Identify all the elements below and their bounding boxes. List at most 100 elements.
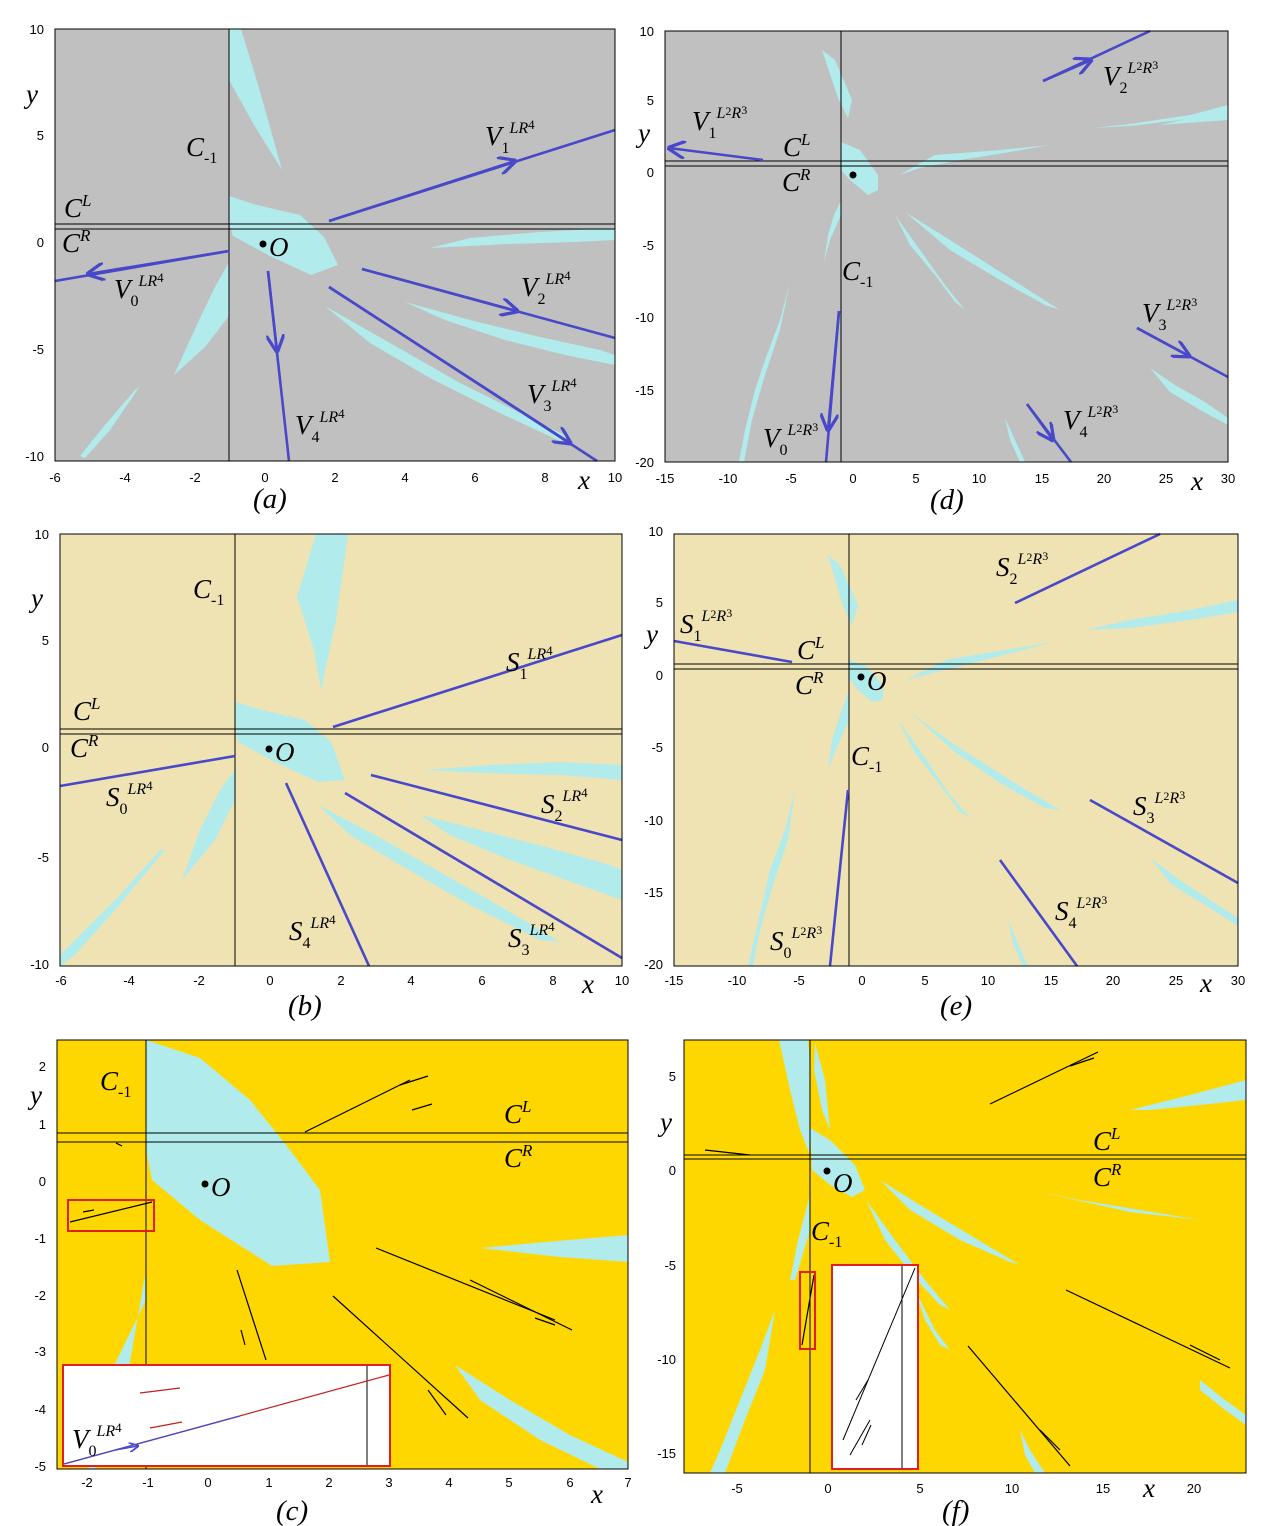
panel-b-xtick: 10 — [615, 973, 629, 988]
panel-b-s1-curve — [332, 633, 623, 729]
panel-a: -6 -4 -2 0 2 4 6 8 10 10 5 0 -5 -10 x y … — [23, 22, 622, 515]
panel-e-xtick: 5 — [921, 973, 928, 988]
panel-b-ytick: -10 — [30, 957, 49, 972]
panel-b-s2-curve — [370, 773, 623, 842]
panel-e-s2-curve — [1014, 532, 1161, 605]
panel-c-ytick: -2 — [34, 1288, 46, 1303]
panel-e-xtick: 10 — [981, 973, 995, 988]
panel-d-xtick: 25 — [1159, 471, 1173, 486]
panel-e-ytick: 10 — [649, 524, 663, 539]
panel-c-ytick: 1 — [39, 1117, 46, 1132]
panel-e-caption: (e) — [940, 990, 972, 1022]
panel-e-ytick: -10 — [644, 813, 663, 828]
panel-d-xtick: 30 — [1221, 471, 1235, 486]
panel-b-xtick: 2 — [337, 973, 344, 988]
panel-f-ytick: 5 — [669, 1069, 676, 1084]
panel-b-xtick: -6 — [55, 973, 67, 988]
panel-d-xtick: -10 — [719, 471, 738, 486]
panel-e-axes-lines — [674, 534, 1238, 966]
panel-f: -5 0 5 10 15 20 5 0 -5 -10 -15 x y (f) C… — [657, 1039, 1247, 1526]
panel-d-ytick: -20 — [635, 455, 654, 470]
panel-d-xtick: 0 — [849, 471, 856, 486]
panel-a-ytick: -5 — [32, 342, 44, 357]
panel-e-xtick: -5 — [793, 973, 805, 988]
panel-f-ytick: -10 — [657, 1352, 676, 1367]
panel-c-ytick: -5 — [34, 1459, 46, 1474]
panel-a-basin-regions — [80, 29, 615, 458]
panel-e-xtick: 15 — [1044, 973, 1058, 988]
panel-c: V0LR4 -2 -1 0 1 2 3 4 5 6 7 2 1 0 -1 -2 … — [27, 1039, 632, 1526]
panel-d-caption: (d) — [930, 484, 964, 516]
panel-c-xtick: 0 — [204, 1475, 211, 1490]
panel-f-ticks: -5 0 5 10 15 20 5 0 -5 -10 -15 — [657, 1069, 1201, 1496]
panel-f-inset-box — [831, 1264, 919, 1470]
panel-f-xtick: -5 — [731, 1481, 743, 1496]
panel-f-inset — [831, 1264, 919, 1470]
panel-b-ticks: -6 -4 -2 0 2 4 6 8 10 10 5 0 -5 -10 — [30, 527, 629, 988]
panel-a-fixed-point — [259, 240, 267, 248]
panel-e-ytick: 5 — [656, 595, 663, 610]
panel-b-xtick: 0 — [266, 973, 273, 988]
panel-c-label-o: O — [211, 1172, 231, 1202]
panel-a-xlabel: x — [577, 465, 590, 495]
panel-a-xtick: 8 — [541, 470, 548, 485]
panel-e-xtick: 25 — [1169, 973, 1183, 988]
panel-c-ytick: 0 — [39, 1174, 46, 1189]
panel-f-xtick: 5 — [916, 1481, 923, 1496]
panel-d-xtick: -5 — [785, 471, 797, 486]
panel-a-xtick: -2 — [189, 470, 201, 485]
panel-e-xlabel: x — [1199, 968, 1212, 998]
panel-a-manifolds — [54, 128, 616, 463]
panel-b-xlabel: x — [581, 969, 594, 999]
panel-e-ylabel: y — [643, 619, 658, 649]
panel-f-zoom-marker — [799, 1271, 816, 1350]
panel-d-xtick: 5 — [912, 471, 919, 486]
panel-e-ytick: -15 — [644, 885, 663, 900]
panel-a-ytick: -10 — [25, 449, 44, 464]
panel-a-xtick: 4 — [401, 470, 408, 485]
panel-c-ylabel: y — [27, 1080, 42, 1110]
panel-f-xlabel: x — [1142, 1473, 1155, 1503]
panel-d-manifolds — [669, 29, 1229, 463]
panel-c-segments — [69, 1075, 573, 1419]
panel-c-ticks: -2 -1 0 1 2 3 4 5 6 7 2 1 0 -1 -2 -3 -4 … — [34, 1059, 631, 1490]
panel-c-xtick: 7 — [624, 1475, 631, 1490]
panel-b-s4-curve — [284, 782, 371, 967]
panel-b-ytick: 5 — [42, 633, 49, 648]
panel-a-caption: (a) — [253, 483, 287, 515]
panel-d-ylabel: y — [635, 118, 650, 148]
panel-b-xtick: -2 — [193, 973, 205, 988]
panel-e-ticks: -15 -10 -5 0 5 10 15 20 25 30 10 5 0 -5 … — [644, 524, 1245, 988]
panel-e-ytick: -20 — [644, 957, 663, 972]
panel-f-label-o: O — [833, 1168, 853, 1198]
panel-f-xtick: 15 — [1096, 1481, 1110, 1496]
panel-f-xtick: 10 — [1005, 1481, 1019, 1496]
panel-c-ytick: 2 — [39, 1059, 46, 1074]
panel-c-caption: (c) — [276, 1495, 308, 1526]
panel-e-xtick: 0 — [858, 973, 865, 988]
panel-f-ytick: -15 — [657, 1446, 676, 1461]
panel-e-fixed-point — [857, 673, 865, 681]
panel-b-background — [60, 534, 622, 966]
panel-f-segments — [704, 1051, 1231, 1467]
panel-b-caption: (b) — [288, 990, 322, 1022]
panel-c-ytick: -3 — [34, 1344, 46, 1359]
panel-c-xtick: 4 — [445, 1475, 452, 1490]
panel-e-s0-curve — [828, 789, 850, 967]
panel-f-axes-lines — [684, 1040, 1246, 1473]
panel-f-xtick: 0 — [824, 1481, 831, 1496]
panel-b-xtick: -4 — [123, 973, 135, 988]
panel-d: -15 -10 -5 0 5 10 15 20 25 30 10 5 0 -5 … — [635, 24, 1235, 516]
panel-f-xtick: 20 — [1187, 1481, 1201, 1496]
panel-d-basin-regions — [739, 50, 1228, 462]
panel-a-xtick: 6 — [471, 470, 478, 485]
panel-d-ticks: -15 -10 -5 0 5 10 15 20 25 30 10 5 0 -5 … — [635, 24, 1235, 486]
panel-d-ytick: 10 — [640, 24, 654, 39]
panel-e-xtick: -10 — [728, 973, 747, 988]
panel-a-xtick: 2 — [331, 470, 338, 485]
panel-a-ytick: 0 — [37, 235, 44, 250]
panel-d-v1-curve — [669, 148, 764, 162]
panel-e-ytick: 0 — [656, 668, 663, 683]
panel-b-ytick: -5 — [37, 850, 49, 865]
